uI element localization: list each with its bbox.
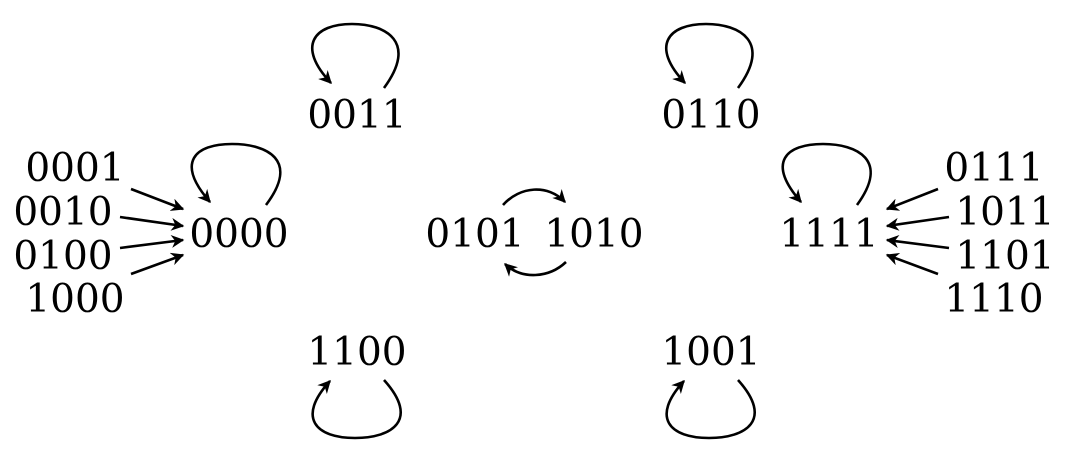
self-loop-1100	[311, 379, 402, 440]
self-loop-1001	[665, 379, 756, 440]
node-1011: 1011	[955, 190, 1054, 235]
self-loop-0110	[664, 22, 754, 89]
node-1000: 1000	[25, 277, 124, 322]
node-0010: 0010	[13, 190, 112, 235]
node-0101: 0101	[425, 212, 524, 257]
edge-1011-to-1111	[885, 215, 950, 231]
self-loop-0000	[190, 142, 282, 206]
edge-0100-to-0000	[119, 235, 185, 250]
node-0100: 0100	[13, 234, 112, 279]
node-1111: 1111	[779, 212, 878, 257]
edge-0010-to-0000	[119, 215, 185, 231]
node-1101: 1101	[955, 234, 1054, 279]
node-1100: 1100	[307, 330, 406, 375]
edge-0101-to-1010	[502, 188, 566, 206]
node-1001: 1001	[661, 330, 760, 375]
node-0111: 0111	[944, 146, 1043, 191]
self-loop-1111	[781, 142, 872, 206]
node-1010: 1010	[544, 212, 643, 257]
edge-1110-to-1111	[885, 252, 939, 276]
edge-1101-to-1111	[885, 235, 950, 250]
edge-0111-to-1111	[885, 187, 939, 211]
node-0000: 0000	[189, 212, 288, 257]
self-loop-0011	[310, 22, 400, 89]
edge-1000-to-0000	[130, 252, 185, 276]
node-0011: 0011	[307, 93, 406, 138]
node-1110: 1110	[944, 277, 1043, 322]
node-0001: 0001	[25, 146, 124, 191]
edge-0001-to-0000	[130, 187, 185, 211]
node-0110: 0110	[661, 93, 760, 138]
edge-1010-to-0101	[504, 261, 567, 277]
